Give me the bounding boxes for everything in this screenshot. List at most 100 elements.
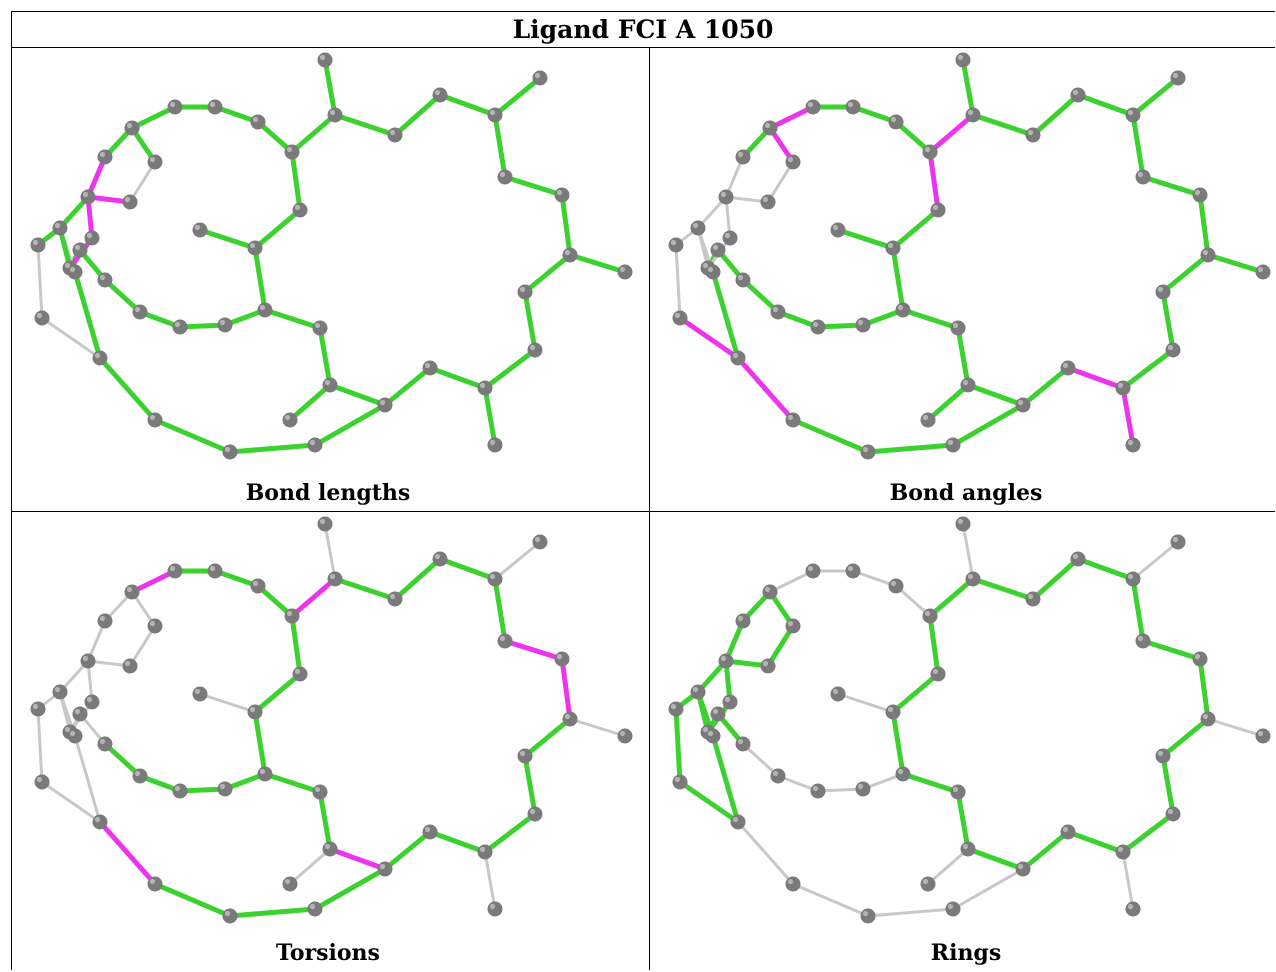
- atom-highlight-23: [134, 306, 141, 313]
- bond-outlier-5: [129, 568, 178, 595]
- bond-ok-36: [392, 92, 443, 138]
- bond-none-30: [128, 160, 157, 204]
- bond-none-30: [766, 160, 795, 204]
- bond-outlier-41: [559, 656, 573, 722]
- caption-bond-angles: Bond angles: [889, 480, 1043, 506]
- atom-highlight-21: [219, 783, 226, 790]
- bond-ok-13: [790, 417, 871, 455]
- bond-none-0: [323, 522, 337, 581]
- atom-highlight-37: [499, 171, 506, 178]
- atom-highlight-7: [737, 615, 744, 622]
- atom-31: [247, 240, 263, 256]
- bond-none-33: [836, 692, 895, 714]
- atom-highlight-25: [74, 244, 81, 251]
- atom-highlight-8: [720, 655, 727, 662]
- atom-24: [97, 272, 113, 288]
- atom-28: [760, 194, 776, 210]
- bond-ok-15: [312, 402, 388, 448]
- atom-19: [950, 784, 966, 800]
- atom-28: [760, 658, 776, 674]
- atom-30: [930, 666, 946, 682]
- atom-17: [322, 377, 338, 393]
- atom-13: [785, 412, 801, 428]
- bond-ok-19: [262, 771, 323, 795]
- bond-ok-45: [482, 811, 538, 855]
- atom-highlight-30: [294, 204, 301, 211]
- atom-highlight-15: [947, 903, 954, 910]
- bond-none-3: [851, 569, 898, 588]
- bond-outlier-5: [767, 104, 816, 131]
- atom-highlight-17: [962, 843, 969, 850]
- atom-29: [147, 618, 163, 634]
- atom-highlight-1: [967, 573, 974, 580]
- atom-18: [920, 876, 936, 892]
- bond-ok-2: [255, 583, 295, 619]
- atom-40: [1255, 264, 1271, 280]
- bond-none-42: [1206, 717, 1265, 738]
- atom-14: [222, 444, 238, 460]
- atom-22: [172, 319, 188, 335]
- atom-highlight-19: [952, 322, 959, 329]
- bond-ok-34: [890, 709, 906, 777]
- atom-highlight-1: [329, 109, 336, 116]
- bond-ok-39: [492, 112, 508, 180]
- atom-highlight-9: [54, 686, 61, 693]
- atom-highlight-32: [194, 224, 201, 231]
- bond-ok-13: [152, 881, 233, 919]
- atom-highlight-29: [787, 620, 794, 627]
- atom-22: [810, 319, 826, 335]
- bond-ok-34: [252, 245, 268, 313]
- atom-23: [770, 304, 786, 320]
- atom-highlight-24: [737, 274, 744, 281]
- atom-highlight-24: [99, 274, 106, 281]
- atom-5: [167, 99, 183, 115]
- caption-rings: Rings: [930, 940, 1002, 966]
- bond-none-17: [926, 847, 970, 886]
- atom-4: [845, 99, 861, 115]
- bond-ok-21: [177, 322, 228, 330]
- atom-45: [487, 437, 503, 453]
- bond-none-11: [40, 316, 102, 360]
- bond-ok-5: [129, 104, 178, 131]
- atom-9: [690, 220, 706, 236]
- atom-highlight-40: [619, 730, 626, 737]
- atom-5: [167, 563, 183, 579]
- bond-outlier-12: [97, 819, 158, 887]
- atom-highlight-23: [772, 306, 779, 313]
- atom-41: [517, 284, 533, 300]
- atom-highlight-46: [707, 730, 714, 737]
- atom-31: [247, 704, 263, 720]
- bond-ok-32: [890, 671, 941, 715]
- atom-41: [517, 748, 533, 764]
- atom-34: [432, 87, 448, 103]
- bond-ok-47: [482, 385, 498, 448]
- atom-4: [845, 563, 861, 579]
- atom-11: [34, 774, 50, 790]
- atom-32: [830, 686, 846, 702]
- atom-36: [532, 534, 548, 550]
- atom-31: [885, 704, 901, 720]
- atom-highlight-45: [1127, 903, 1134, 910]
- bond-ok-48: [382, 829, 433, 872]
- atom-highlight-35: [1127, 109, 1134, 116]
- atom-highlight-6: [764, 586, 771, 593]
- atom-highlight-35: [489, 573, 496, 580]
- atom-highlight-33: [1027, 593, 1034, 600]
- bond-ok-43: [1160, 716, 1211, 759]
- bond-ok-23: [740, 277, 781, 315]
- atom-highlight-37: [499, 635, 506, 642]
- atom-23: [132, 768, 148, 784]
- atom-highlight-40: [619, 266, 626, 273]
- bond-ok-1: [927, 576, 976, 619]
- atom-3: [250, 114, 266, 130]
- atom-9: [690, 684, 706, 700]
- bond-ok-43: [522, 252, 573, 295]
- atom-19: [312, 320, 328, 336]
- atom-highlight-2: [286, 610, 293, 617]
- bond-ok-11: [677, 779, 741, 825]
- bond-none-10: [36, 243, 44, 320]
- panel-bond-angles: Bond angles: [650, 48, 1276, 508]
- bond-ok-31: [289, 149, 303, 213]
- atom-highlight-9: [692, 686, 699, 693]
- atom-highlight-22: [174, 321, 181, 328]
